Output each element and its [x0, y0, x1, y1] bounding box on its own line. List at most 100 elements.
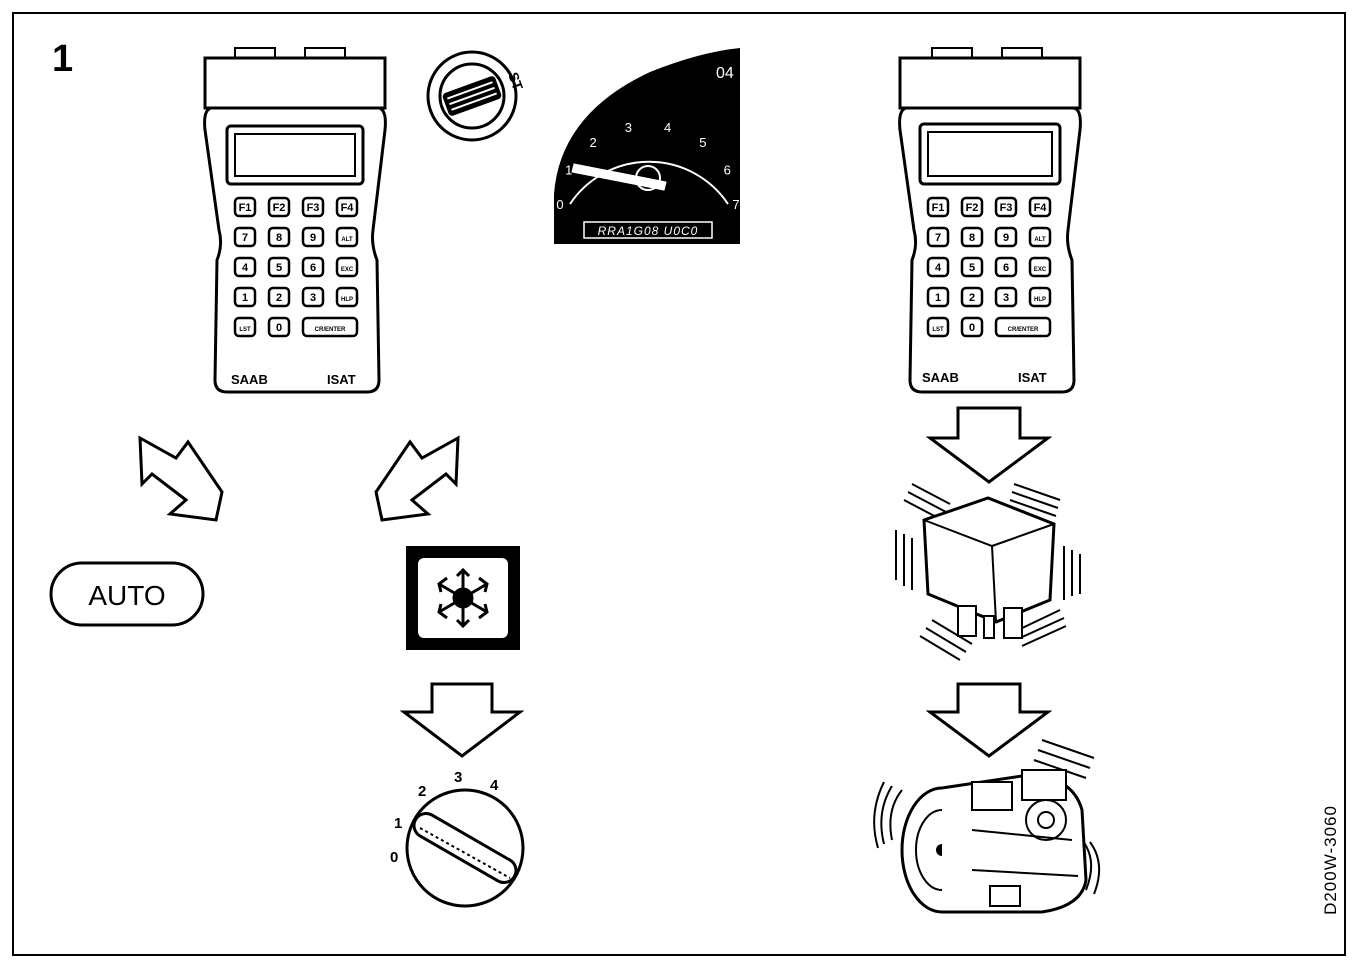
- scan-tool-left-key-label: 9: [310, 232, 316, 244]
- scan-tool-left-connector: [203, 47, 387, 110]
- scan-tool-left-key: CR/ENTER: [301, 316, 359, 338]
- arrow-down-left: [374, 435, 460, 522]
- scan-tool-right-key: F2: [960, 196, 984, 218]
- scan-tool-right-key: 5: [960, 256, 984, 278]
- scan-tool-right-key: LST: [926, 316, 950, 338]
- scan-tool-right-key-label: 6: [1003, 262, 1009, 274]
- tachometer-scale-label: 4: [664, 120, 671, 135]
- fan-dial-position-label: 0: [390, 849, 398, 866]
- tachometer-scale-label: 3: [625, 120, 632, 135]
- scan-tool-left-key-label: ALT: [341, 237, 353, 243]
- tachometer-readout: RRA1G08 U0C0: [598, 224, 699, 238]
- scan-tool-left-key: F2: [267, 196, 291, 218]
- ac-compressor: [873, 739, 1101, 914]
- fan-dial-position-label: 2: [418, 783, 426, 800]
- scan-tool-left-key: 9: [301, 226, 325, 248]
- scan-tool-right-key-label: ALT: [1034, 237, 1046, 243]
- scan-tool-left-brand: SAAB: [231, 372, 268, 387]
- scan-tool-right-key-label: 7: [935, 232, 941, 244]
- scan-tool-right-key: 3: [994, 286, 1018, 308]
- scan-tool-right-key-label: F1: [932, 202, 945, 214]
- scan-tool-left-key-label: F3: [307, 202, 320, 214]
- scan-tool-right-key: ALT: [1028, 226, 1052, 248]
- scan-tool-right-key-label: F2: [966, 202, 979, 214]
- scan-tool-left-key-label: 2: [276, 292, 282, 304]
- figure-reference: D200W-3060: [1320, 805, 1340, 915]
- scan-tool-right-key-label: 0: [969, 322, 975, 334]
- scan-tool-right-connector: [898, 47, 1082, 110]
- scan-tool-left-key-label: F2: [273, 202, 286, 214]
- scan-tool-right-key-label: 5: [969, 262, 975, 274]
- arrow-down-right: [138, 435, 224, 522]
- scan-tool-left-key-label: 3: [310, 292, 316, 304]
- scan-tool-left-key: EXC: [335, 256, 359, 278]
- scan-tool-right-brand: SAAB: [922, 370, 959, 385]
- scan-tool-left-key: LST: [233, 316, 257, 338]
- scan-tool-left-key-label: 6: [310, 262, 316, 274]
- scan-tool-right-key-label: 3: [1003, 292, 1009, 304]
- scan-tool-left-key-label: 7: [242, 232, 248, 244]
- relay-vibration-lines: [895, 483, 1081, 661]
- scan-tool-right-key: 6: [994, 256, 1018, 278]
- scan-tool-right-key: 8: [960, 226, 984, 248]
- scan-tool-right-key-label: LST: [932, 327, 944, 333]
- scan-tool-left-key-label: 4: [242, 262, 249, 274]
- scan-tool-left-key: 1: [233, 286, 257, 308]
- scan-tool-right-key-label: 4: [935, 262, 942, 274]
- tachometer-scale-label: 6: [724, 163, 731, 178]
- figure-number: 1: [52, 38, 74, 80]
- scan-tool-right-key: 7: [926, 226, 950, 248]
- scan-tool-left-key: F4: [335, 196, 359, 218]
- scan-tool-right-key-label: F4: [1034, 202, 1048, 214]
- tachometer-scale-label: 7: [732, 197, 739, 212]
- scan-tool-left-key: 5: [267, 256, 291, 278]
- arrow-down-to-compressor: [926, 682, 1052, 758]
- scan-tool-left-key: F3: [301, 196, 325, 218]
- tachometer-scale-label: 0: [556, 197, 563, 212]
- scan-tool-left-key-label: LST: [239, 327, 251, 333]
- scan-tool-right-key-label: 8: [969, 232, 975, 244]
- scan-tool-left-model: ISAT: [327, 372, 356, 387]
- scan-tool-left-key-label: EXC: [341, 267, 354, 273]
- scan-tool-right-key-label: CR/ENTER: [1008, 327, 1039, 333]
- relay: [895, 483, 1081, 661]
- figure-frame: [12, 12, 1346, 956]
- snowflake-icon: [437, 567, 489, 629]
- scan-tool-left-key-label: CR/ENTER: [315, 327, 346, 333]
- scan-tool-right-key: CR/ENTER: [994, 316, 1052, 338]
- tachometer-scale-label: 5: [699, 135, 706, 150]
- auto-button: AUTO: [49, 561, 205, 627]
- scan-tool-right-key: HLP: [1028, 286, 1052, 308]
- scan-tool-left-key: 2: [267, 286, 291, 308]
- scan-tool-left-key-label: 8: [276, 232, 282, 244]
- tachometer-scale-label: 1: [565, 163, 572, 178]
- ignition-key-slot: [442, 76, 502, 116]
- scan-tool-right-key-label: EXC: [1034, 267, 1047, 273]
- scan-tool-right-key-label: 1: [935, 292, 941, 304]
- arrow-down-to-dial: [400, 682, 524, 758]
- scan-tool-left-key-label: 1: [242, 292, 248, 304]
- scan-tool-left-key-label: 0: [276, 322, 282, 334]
- scan-tool-left-key: 7: [233, 226, 257, 248]
- scan-tool-left-key: 0: [267, 316, 291, 338]
- scan-tool-right-key-label: 2: [969, 292, 975, 304]
- scan-tool-left-key: 6: [301, 256, 325, 278]
- scan-tool-right-key: F4: [1028, 196, 1052, 218]
- scan-tool-right-key: F1: [926, 196, 950, 218]
- scan-tool-left-key: F1: [233, 196, 257, 218]
- ignition-switch: ST: [426, 50, 526, 142]
- scan-tool-right-key: F3: [994, 196, 1018, 218]
- scan-tool-right-model: ISAT: [1018, 370, 1047, 385]
- scan-tool-right-key: 4: [926, 256, 950, 278]
- scan-tool-right-key: 9: [994, 226, 1018, 248]
- ignition-start-label: ST: [505, 70, 526, 93]
- scan-tool-left-key: ALT: [335, 226, 359, 248]
- scan-tool-right-key-label: F3: [1000, 202, 1013, 214]
- auto-button-label: AUTO: [88, 580, 165, 611]
- scan-tool-right-key: 2: [960, 286, 984, 308]
- tachometer-corner-label: 04: [716, 65, 734, 82]
